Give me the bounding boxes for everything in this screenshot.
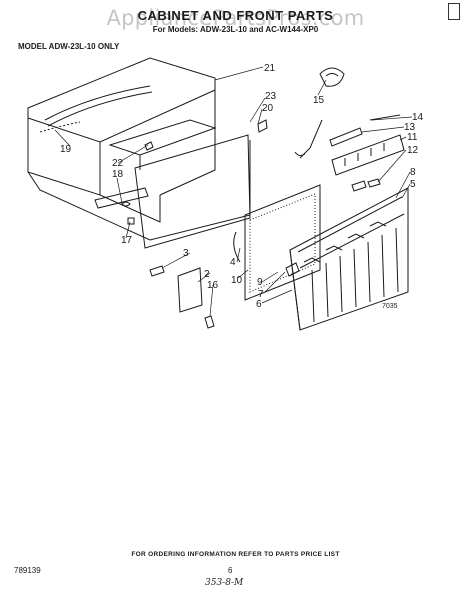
callout-label: 2 [204,269,210,280]
figure-code: 7035 [382,303,398,310]
cabinet-panel [134,134,251,249]
cabinet-drawing [27,57,251,241]
model-note: MODEL ADW-23L-10 ONLY [18,42,120,51]
page-title: CABINET AND FRONT PARTS [137,8,334,23]
callout-label: 18 [112,169,124,180]
callout-label: 23 [265,91,277,102]
lower-hardware [149,265,215,329]
callout-label: 13 [404,122,416,133]
air-filter [233,184,321,301]
callout-label: 3 [183,248,189,259]
callout-label: 19 [60,144,72,155]
document-number: 789139 [14,566,41,575]
callout-label: 7 [258,289,264,300]
leader-lines [54,66,413,317]
callout-label: 20 [262,103,274,114]
models-subtitle: For Models: ADW-23L-10 and AC-W144-XP0 [152,25,319,34]
callout-label: 12 [407,145,419,156]
callout-label: 10 [231,275,243,286]
control-parts [294,67,405,192]
callout-label: 16 [207,280,219,291]
callout-label: 22 [112,158,124,169]
callout-label: 17 [121,235,133,246]
callout-labels: 21 19 23 20 22 18 17 15 14 13 11 12 8 5 … [60,63,424,310]
page-number: 6 [228,566,233,575]
small-hardware [121,119,268,225]
callout-label: 21 [264,63,276,74]
ordering-notice: FOR ORDERING INFORMATION REFER TO PARTS … [131,551,340,558]
callout-label: 9 [257,277,263,288]
corner-mark [448,3,460,20]
callout-label: 4 [230,257,236,268]
callout-label: 8 [410,167,416,178]
watermark-text: AppliancePartsPros.com [106,6,365,30]
callout-label: 11 [407,132,418,143]
handwritten-note: 353-8-M [205,578,244,588]
callout-label: 5 [410,179,416,190]
callout-label: 14 [412,112,424,123]
front-grille [285,187,409,331]
callout-label: 15 [313,95,325,106]
callout-label: 6 [256,299,262,310]
